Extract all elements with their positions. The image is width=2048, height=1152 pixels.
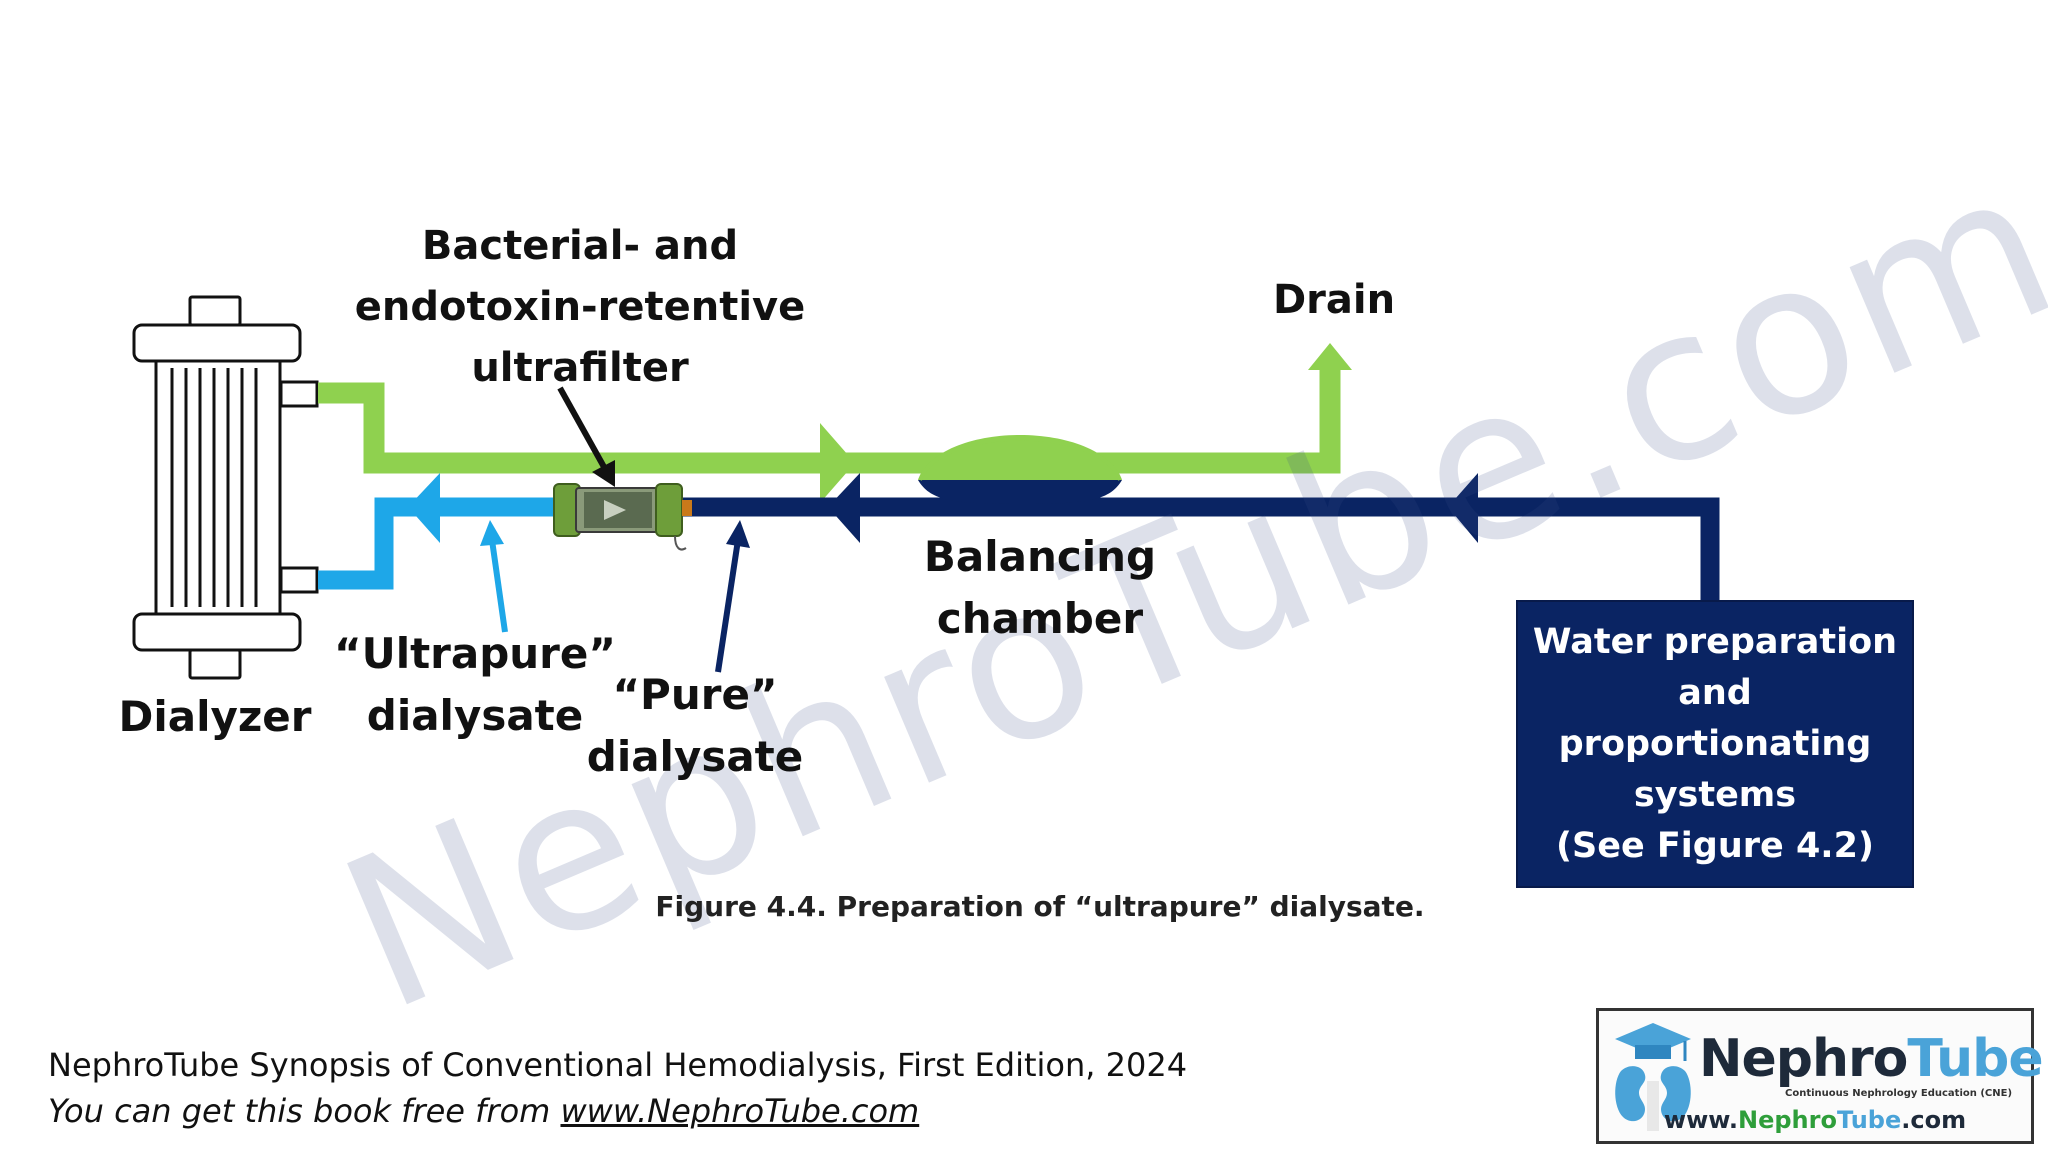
ultrapure-dialysate-line bbox=[318, 473, 558, 590]
drain-label: Drain bbox=[1272, 277, 1396, 323]
kidney-icon bbox=[1615, 1023, 1691, 1131]
logo-tagline: Continuous Nephrology Education (CNE) bbox=[1785, 1088, 2013, 1099]
ultrafilter-label: Bacterial- and endotoxin-retentive ultra… bbox=[354, 223, 806, 391]
flow-arrow-icon bbox=[408, 473, 440, 543]
ultrafilter-icon bbox=[553, 483, 692, 551]
arrow-icon bbox=[592, 460, 615, 487]
balancing-chamber-label: Balancing chamber bbox=[923, 532, 1157, 643]
spent-dialysate-line bbox=[318, 343, 1352, 503]
footer-citation: NephroTube Synopsis of Conventional Hemo… bbox=[48, 1046, 1188, 1084]
water-preparation-box: Water preparation and proportionating sy… bbox=[1516, 600, 1914, 888]
logo-url: www.NephroTube.com bbox=[1663, 1106, 1967, 1134]
flow-arrow-icon bbox=[1448, 473, 1478, 543]
pure-dialysate-line bbox=[640, 473, 1720, 602]
arrow-icon bbox=[480, 520, 504, 546]
dialyzer-icon bbox=[132, 295, 319, 680]
pure-dialysate-label: “Pure” dialysate bbox=[586, 670, 804, 781]
flow-arrow-icon bbox=[820, 423, 855, 503]
arrow-icon bbox=[726, 520, 750, 548]
drain-arrow-icon bbox=[1308, 343, 1352, 370]
dialyzer-label: Dialyzer bbox=[118, 692, 312, 741]
logo-wordmark: NephroTube bbox=[1699, 1029, 2044, 1089]
nephrotube-logo[interactable]: NephroTube Continuous Nephrology Educati… bbox=[1596, 1008, 2044, 1144]
ultrapure-dialysate-label: “Ultrapure” dialysate bbox=[333, 629, 616, 740]
graduation-cap-icon bbox=[1615, 1023, 1691, 1061]
flow-arrow-icon bbox=[828, 473, 860, 543]
footer-availability: You can get this book free from www.Neph… bbox=[48, 1092, 920, 1130]
website-link[interactable]: www.NephroTube.com bbox=[560, 1092, 920, 1130]
balancing-chamber-icon bbox=[918, 435, 1122, 504]
pointer-arrows bbox=[480, 386, 750, 673]
figure-caption: Figure 4.4. Preparation of “ultrapure” d… bbox=[655, 890, 1425, 923]
